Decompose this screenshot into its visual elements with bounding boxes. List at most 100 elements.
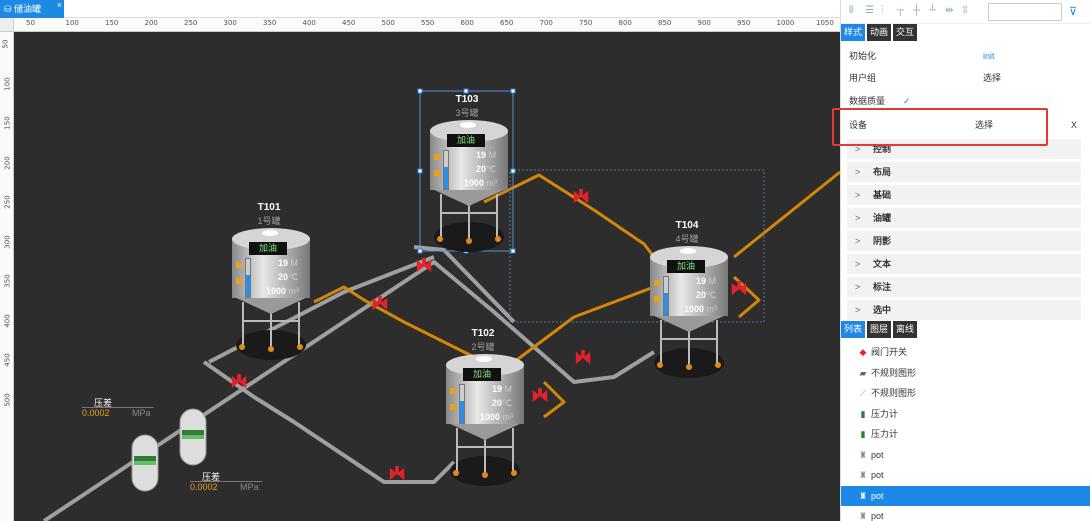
section-4[interactable]: >阴影 <box>847 231 1081 251</box>
pressure-label: 压差 0.0002 MPa <box>190 470 280 500</box>
pressure-gauge-1[interactable] <box>131 434 159 492</box>
refuel-button[interactable]: 加油 <box>667 260 705 273</box>
prop-init-value[interactable]: init <box>983 51 995 61</box>
h-ruler-label: 300 <box>223 19 237 27</box>
check-icon[interactable]: ✓ <box>903 96 911 106</box>
section-5[interactable]: >文本 <box>847 254 1081 274</box>
gauge-icon: ▮ <box>860 429 866 439</box>
valve-4[interactable] <box>731 280 747 296</box>
align-left-icon[interactable]: ⫴ <box>849 5 854 16</box>
layer-item-label: pot <box>871 511 884 521</box>
chevron-right-icon: > <box>855 236 861 246</box>
layer-item[interactable]: ♜pot <box>841 465 1090 485</box>
distribute-h-icon[interactable]: ⇹ <box>945 5 954 16</box>
search-input[interactable] <box>988 3 1062 21</box>
distribute-v-icon[interactable]: ⇳ <box>961 5 970 16</box>
diagram-canvas[interactable]: T103 3号罐 加油 19 M 20℃ 1000 m³ T101 1号罐 加油… <box>14 32 840 521</box>
tank-id: T102 <box>471 328 495 339</box>
tank-t103[interactable]: T103 3号罐 加油 19 M 20℃ 1000 m³ <box>422 94 512 254</box>
document-tab[interactable]: ⛁ 储油罐 × <box>0 0 64 18</box>
pressure-underline <box>190 481 262 482</box>
tank-level: 19 M <box>492 384 513 394</box>
tank-temp: 20℃ <box>492 398 513 408</box>
layer-item[interactable]: ♜pot <box>841 445 1090 465</box>
tab-offline[interactable]: 离线 <box>893 321 917 338</box>
tank-volume: 1000 m³ <box>684 304 718 314</box>
h-ruler-label: 100 <box>65 19 79 27</box>
prop-device-clear[interactable]: X <box>1071 120 1078 130</box>
refuel-button[interactable]: 加油 <box>249 242 287 255</box>
section-1[interactable]: >布局 <box>847 162 1081 182</box>
h-ruler-label: 600 <box>460 19 474 27</box>
level-bar <box>245 258 251 298</box>
tank-temp: 20℃ <box>476 164 497 174</box>
filter-icon[interactable]: ⊽ <box>1069 6 1078 18</box>
refuel-button[interactable]: 加油 <box>447 134 485 147</box>
prop-user-group: 用户组 选择 <box>841 67 1090 89</box>
tank-cone <box>430 188 508 206</box>
prop-device-select[interactable]: 选择 <box>975 120 994 130</box>
layer-item[interactable]: ▮压力计 <box>841 404 1090 424</box>
tab-style[interactable]: 样式 <box>841 24 865 41</box>
h-ruler-label: 400 <box>302 19 316 27</box>
valve-8[interactable] <box>389 465 405 481</box>
layer-item-label: pot <box>871 449 884 460</box>
tank-alarm-icon <box>434 170 440 176</box>
prop-user-group-select[interactable]: 选择 <box>983 73 1002 83</box>
tank-level: 19 M <box>278 258 299 268</box>
chevron-right-icon: > <box>855 259 861 269</box>
refuel-button[interactable]: 加油 <box>463 368 501 381</box>
pressure-label: 压差 0.0002 MPa <box>82 396 172 426</box>
tank-t102[interactable]: T102 2号罐 加油 19 M 20℃ 1000 m³ <box>438 328 528 488</box>
align-toolbar: ⫴ ☰ ⫶ ┬ ┼ ┴ ⇹ ⇳ ⊽ <box>841 0 1090 24</box>
layer-item-label: pot <box>871 490 884 501</box>
tab-layers[interactable]: 图层 <box>867 321 891 338</box>
level-bar <box>443 150 449 190</box>
layer-item[interactable]: ◆阀门开关 <box>841 342 1090 362</box>
pressure-gauge-2[interactable] <box>179 408 207 466</box>
pot-icon: ♜ <box>858 470 868 480</box>
layer-item[interactable]: ⟋不规则图形 <box>841 383 1090 403</box>
layer-item[interactable]: ♜pot <box>841 506 1090 521</box>
v-ruler-label: 450 <box>3 353 12 367</box>
prop-data-quality-label: 数据质量 <box>849 96 886 106</box>
layer-item[interactable]: ▮压力计 <box>841 424 1090 444</box>
section-3[interactable]: >油罐 <box>847 208 1081 228</box>
tank-level: 19 M <box>696 276 717 286</box>
valve-6[interactable] <box>532 387 548 403</box>
tab-animation[interactable]: 动画 <box>867 24 891 41</box>
tank-alarm-icon <box>450 404 456 410</box>
diagram-icon: ⛁ <box>4 4 15 14</box>
tab-list[interactable]: 列表 <box>841 321 865 338</box>
close-tab-icon[interactable]: × <box>56 0 62 10</box>
tank-volume: 1000 m³ <box>464 178 498 188</box>
pressure-title: 压差 <box>202 472 221 482</box>
tank-foot <box>511 470 517 476</box>
align-center-icon[interactable]: ☰ <box>865 5 874 16</box>
align-bottom-icon[interactable]: ┴ <box>929 5 937 16</box>
tab-interaction[interactable]: 交互 <box>893 24 917 41</box>
section-6[interactable]: >标注 <box>847 277 1081 297</box>
valve-5[interactable] <box>575 349 591 365</box>
layer-item-label: 不规则图形 <box>871 388 917 398</box>
layer-item[interactable]: ▰不规则图形 <box>841 363 1090 383</box>
chevron-right-icon: > <box>855 167 861 177</box>
tank-foot <box>239 344 245 350</box>
tank-foot <box>453 470 459 476</box>
align-middle-icon[interactable]: ┼ <box>913 5 921 16</box>
layer-item[interactable]: ♜pot <box>841 485 1090 506</box>
tank-t101[interactable]: T101 1号罐 加油 19 M 20℃ 1000 m³ <box>224 202 314 362</box>
tank-hatch <box>460 122 476 128</box>
tank-hatch <box>680 248 696 254</box>
section-7[interactable]: >选中 <box>847 300 1081 320</box>
h-ruler-label: 950 <box>737 19 751 27</box>
chevron-right-icon: > <box>855 282 861 292</box>
section-2[interactable]: >基础 <box>847 185 1081 205</box>
align-right-icon[interactable]: ⫶ <box>881 5 884 16</box>
shape-icon: ▰ <box>859 367 867 378</box>
tank-t104[interactable]: T104 4号罐 加油 19 M 20℃ 1000 m³ <box>642 220 732 380</box>
prop-device: 设备 选择 X <box>841 114 1090 136</box>
align-top-icon[interactable]: ┬ <box>897 5 905 16</box>
prop-device-label: 设备 <box>849 120 868 130</box>
layer-item-label: 压力计 <box>871 408 899 419</box>
